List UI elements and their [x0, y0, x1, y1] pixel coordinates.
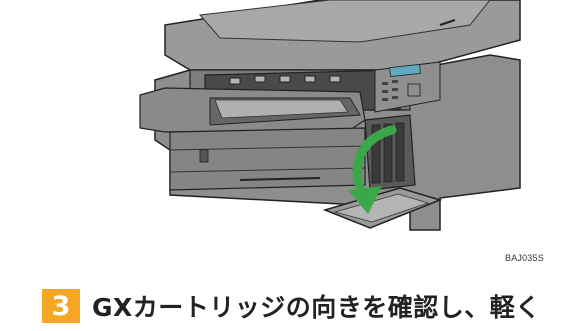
printer-illustration	[139, 0, 521, 231]
step-number-badge: 3	[42, 289, 80, 323]
step-instruction: GXカートリッジの向きを確認し、軽く	[92, 293, 541, 322]
figure-code: BAJ035S	[505, 253, 544, 263]
step-heading: 3 GXカートリッジの向きを確認し、軽く	[42, 286, 541, 326]
